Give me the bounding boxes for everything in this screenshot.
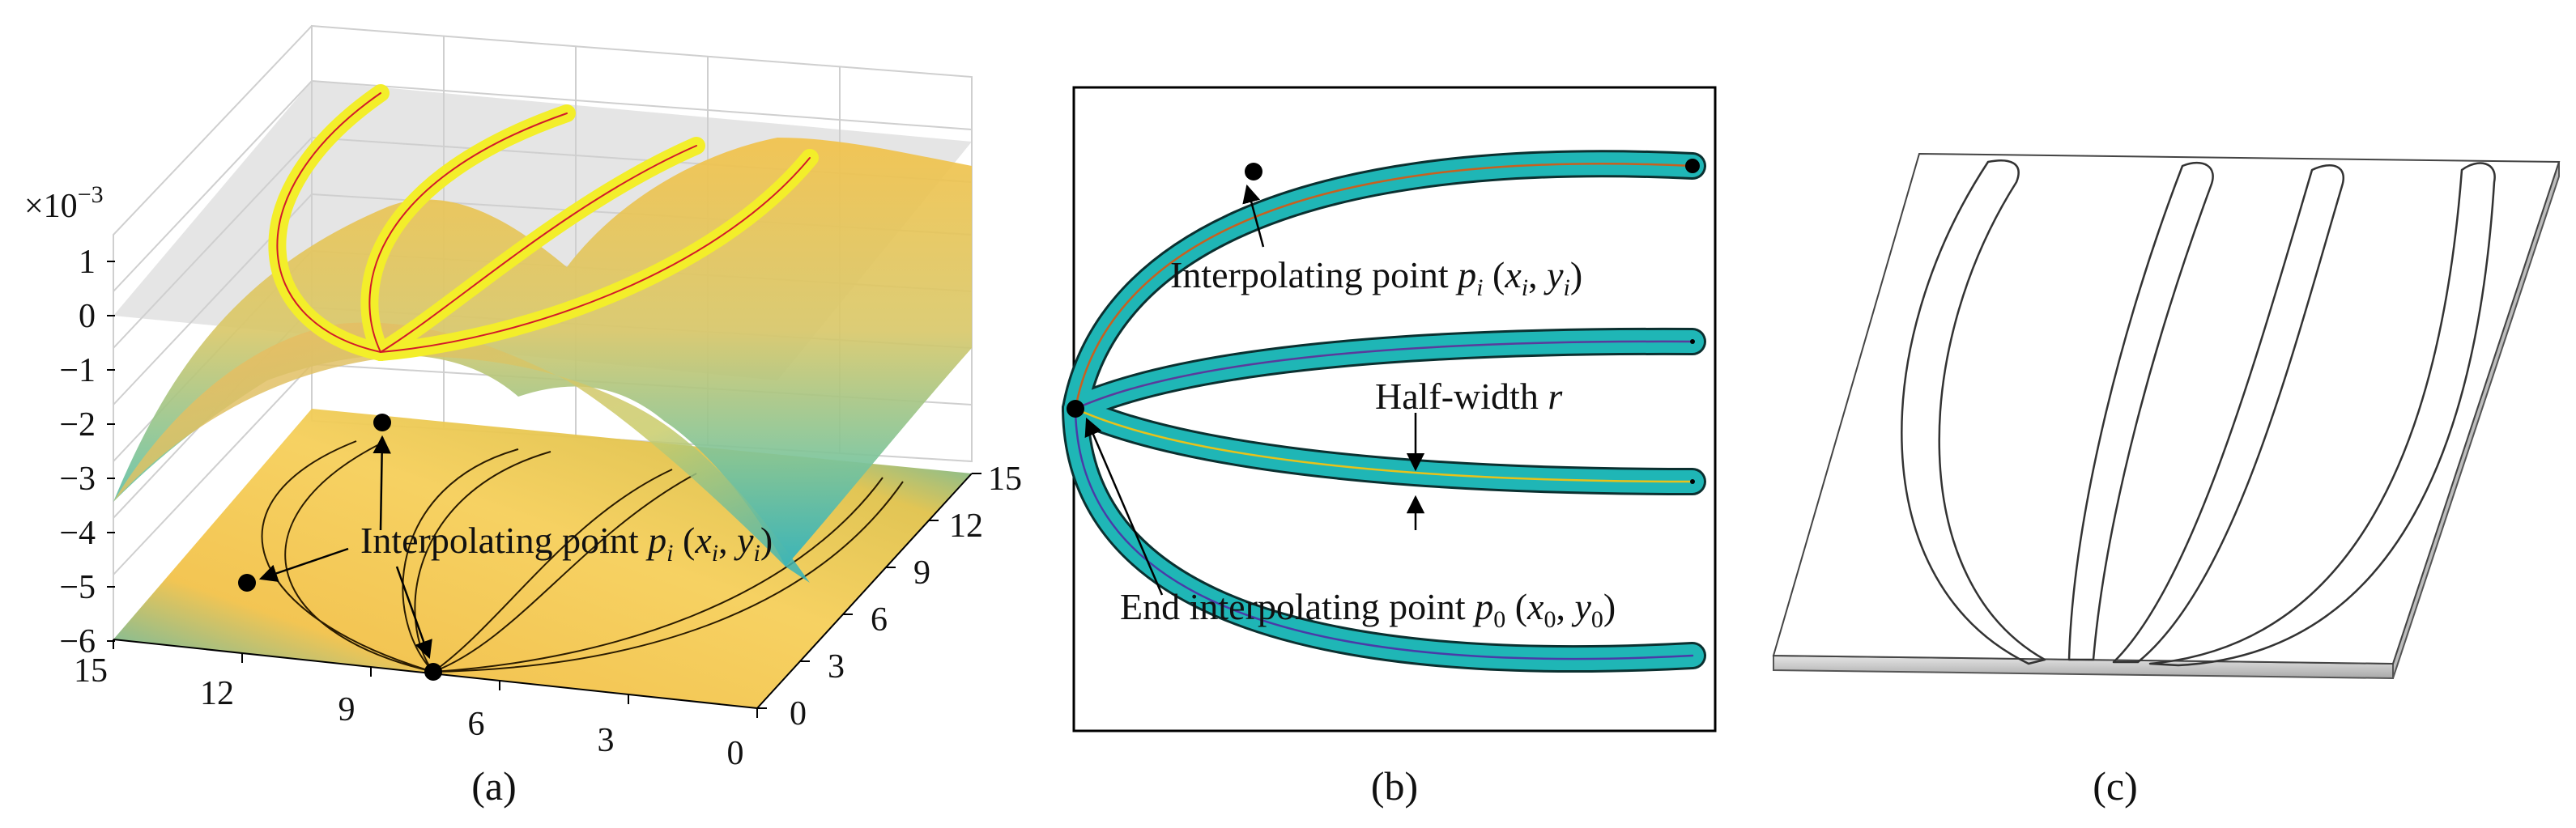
y-tick-label: 0 [790, 695, 807, 732]
end-point-marker [424, 663, 442, 681]
z-tick-label: −6 [59, 623, 96, 660]
z-tick-label: −5 [59, 569, 96, 606]
z-tick-label: −1 [59, 352, 96, 389]
z-tick-label: −3 [59, 461, 96, 498]
half-width-label: Half-width r [1375, 376, 1563, 417]
z-tick-label: 0 [79, 298, 96, 335]
z-axis: 1 0 −1 −2 −3 −4 −5 −6 ×10−3 [24, 181, 115, 660]
panel-c: (c) [1772, 152, 2561, 809]
y-tick-label: 9 [913, 554, 930, 592]
channels [1062, 150, 1706, 673]
y-tick-label: 3 [828, 648, 845, 686]
y-axis: 0 3 6 9 12 15 [756, 461, 1022, 732]
x-tick-label: 3 [598, 722, 615, 759]
y-tick-label: 12 [949, 507, 983, 545]
x-tick-label: 12 [200, 675, 234, 712]
x-tick-label: 0 [727, 735, 744, 772]
potential-surface-front [113, 322, 810, 583]
z-tick-label: 1 [79, 244, 96, 281]
interp-point-marker [373, 414, 391, 431]
caption-b: (b) [1371, 763, 1418, 809]
end-point-marker [1067, 400, 1084, 418]
interp-point-label: Interpolating point pi (xi, yi) [360, 520, 773, 567]
panel-b-frame [1072, 86, 1717, 732]
z-multiplier: ×10−3 [24, 181, 104, 225]
panel-b: Interpolating point pi (xi, yi) Half-wid… [1062, 86, 1717, 809]
x-tick-label: 15 [74, 652, 108, 690]
y-tick-label: 6 [871, 601, 888, 639]
interp-point-label: Interpolating point pi (xi, yi) [1170, 254, 1582, 301]
slab-top [1772, 152, 2561, 665]
panel-a: 1 0 −1 −2 −3 −4 −5 −6 ×10−3 15 12 9 [24, 24, 1022, 809]
slots [1901, 159, 2496, 667]
x-tick-label: 9 [338, 691, 356, 728]
interp-points-a: Interpolating point pi (xi, yi) [238, 414, 773, 681]
z-tick-label: −4 [59, 515, 96, 552]
caption-a: (a) [471, 763, 517, 809]
potential-surface [113, 138, 972, 567]
end-point-label: End interpolating point p0 (x0, y0) [1120, 586, 1616, 633]
caption-c: (c) [2093, 763, 2138, 809]
y-tick-label: 15 [988, 461, 1022, 498]
z-tick-label: −2 [59, 406, 96, 444]
interp-point-marker [238, 574, 256, 592]
interp-point-marker [1245, 163, 1262, 180]
x-tick-label: 6 [468, 706, 485, 743]
surface-ridges [268, 84, 819, 361]
